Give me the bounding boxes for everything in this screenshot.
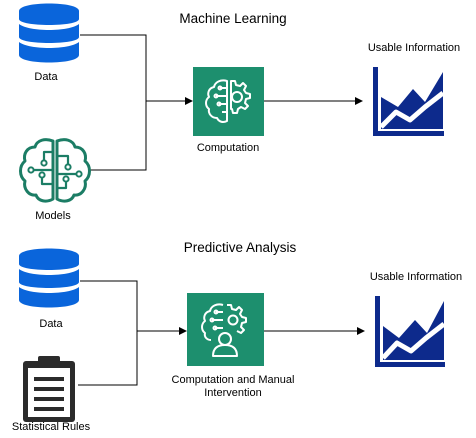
pa-rules-label: Statistical Rules	[11, 421, 91, 433]
ml-section-title: Machine Learning	[179, 11, 287, 26]
pa-section-title: Predictive Analysis	[183, 240, 297, 255]
pa-connectors	[78, 280, 365, 386]
ml-data-label: Data	[34, 71, 58, 83]
pa-data-label: Data	[39, 318, 63, 330]
pa-output-label: Usable Information	[369, 271, 463, 283]
pa-rules-connector	[78, 331, 138, 386]
database-icon	[19, 248, 79, 308]
ml-process-label: Computation	[196, 142, 260, 154]
pa-process-label: Computation and Manual Intervention	[171, 374, 295, 399]
ml-connectors	[80, 34, 363, 171]
pa-data-connector	[80, 280, 138, 331]
ml-models-connector	[90, 101, 147, 171]
clipboard-icon	[23, 356, 75, 422]
area-chart-icon	[373, 67, 445, 136]
computation-manual-icon	[187, 293, 264, 366]
neural-network-brain-icon	[19, 138, 91, 203]
ml-output-label: Usable Information	[367, 42, 461, 54]
ml-models-label: Models	[35, 210, 71, 222]
area-chart-icon	[375, 296, 446, 367]
computation-icon	[193, 67, 264, 136]
ml-data-connector	[80, 34, 147, 101]
database-icon	[19, 3, 79, 63]
